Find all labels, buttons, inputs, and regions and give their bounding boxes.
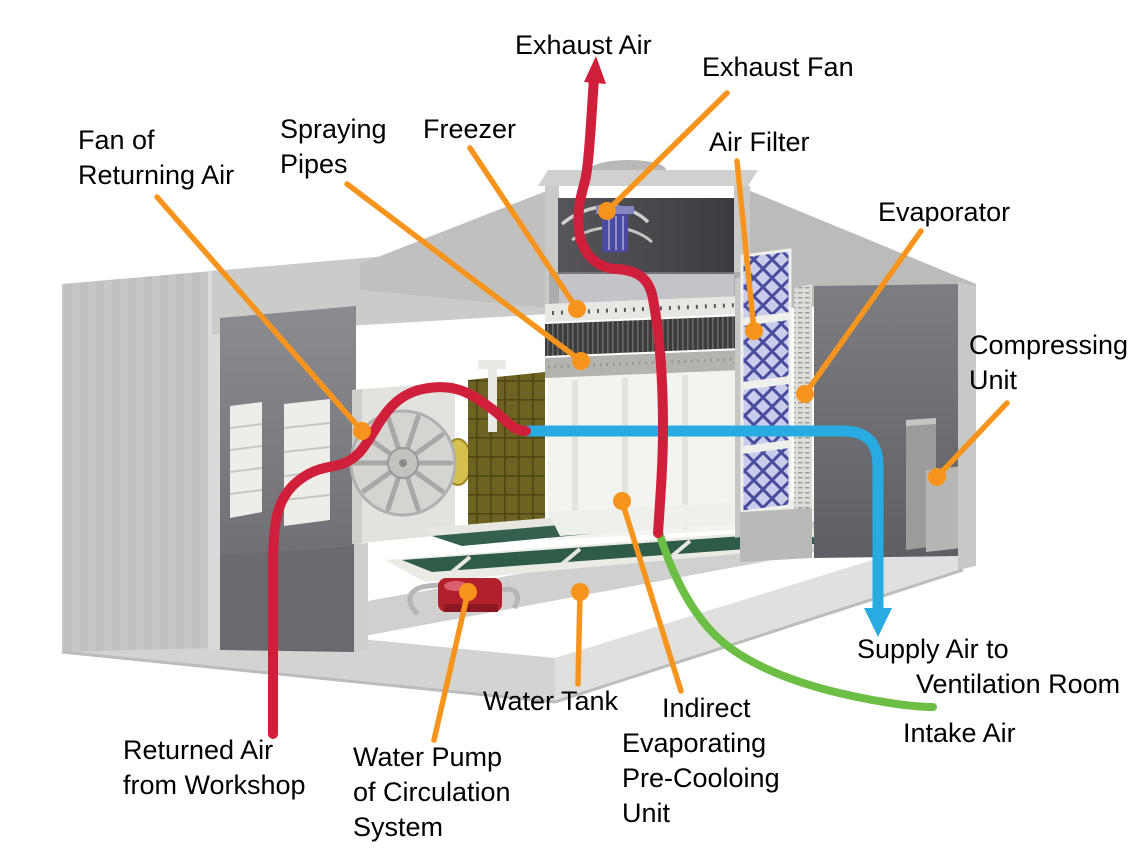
label-freezer: Freezer <box>423 114 517 144</box>
exhaust-air-flow-line <box>573 73 669 538</box>
dot-water-tank <box>571 583 589 601</box>
label-returned-air: Returned Air from Workshop <box>123 735 306 800</box>
leader-freezer <box>467 145 580 312</box>
leader-evaporator <box>802 228 924 397</box>
exhaust-air-arrowhead <box>584 56 606 84</box>
freezer-coil-band <box>545 316 742 356</box>
compressing-unit-graphic <box>906 418 962 552</box>
label-air-filter: Air Filter <box>709 127 810 157</box>
leader-air-filter <box>734 158 757 334</box>
tower-roof-cap <box>538 170 758 186</box>
dot-exhaust-fan <box>598 202 616 220</box>
left-casing-edge <box>208 270 220 650</box>
label-exhaust-fan: Exhaust Fan <box>702 52 854 82</box>
frame-pillar <box>478 360 506 432</box>
label-evaporator: Evaporator <box>878 197 1011 227</box>
return-air-filter-pads <box>229 399 331 526</box>
filter-base-box <box>740 508 812 562</box>
label-indirect-pre-cooling-unit: Indirect Evaporating Pre-Cooloing Unit <box>622 693 780 828</box>
dot-evaporator <box>796 385 814 403</box>
supply-air-arrowhead <box>864 608 892 637</box>
pre-cooling-unit-face <box>548 366 737 540</box>
label-fan-of-returning-air: Fan of Returning Air <box>78 125 235 190</box>
lower-band <box>545 350 742 378</box>
label-compressing-unit: Compressing Unit <box>969 330 1129 395</box>
dot-indirect-unit <box>613 492 631 510</box>
tower-duct-collar <box>590 160 666 170</box>
leader-indirect-unit <box>619 498 684 694</box>
dot-water-pump <box>459 583 477 601</box>
tower-flare-left <box>360 190 549 308</box>
tank-slats <box>450 539 692 574</box>
right-casing-edge <box>958 282 976 570</box>
leader-fan-of-returning-air <box>154 194 365 434</box>
leader-exhaust-fan <box>604 90 730 214</box>
coil-bands <box>545 296 742 378</box>
leader-dots <box>353 202 946 601</box>
returning-air-fan-wheel <box>349 409 457 517</box>
leader-compressing-unit <box>934 400 1010 480</box>
leader-water-tank <box>575 589 583 687</box>
label-water-pump: Water Pump of Circulation System <box>353 742 511 842</box>
tower-flare-right <box>748 190 976 310</box>
label-spraying-pipes: Spraying Pipes <box>280 114 387 179</box>
dot-spraying-pipes <box>572 352 590 370</box>
divider-wall <box>354 543 368 652</box>
under-fan-shadow <box>220 546 356 650</box>
leader-water-pump <box>431 589 471 743</box>
label-supply-air: Supply Air to Ventilation Room <box>857 634 1121 699</box>
returned-air-flow-line <box>268 382 531 739</box>
dot-freezer <box>568 300 586 318</box>
dot-fan-of-returning-air <box>353 422 371 440</box>
label-intake-air: Intake Air <box>903 718 1016 748</box>
label-exhaust-air: Exhaust Air <box>515 30 652 60</box>
dot-compressing-unit <box>928 468 946 486</box>
label-water-tank: Water Tank <box>483 686 619 716</box>
leader-lines <box>154 90 1010 743</box>
intake-air-flow-line <box>655 528 937 711</box>
base-edge <box>61 568 964 704</box>
base-right-facet <box>555 532 963 702</box>
leader-spraying-pipes <box>344 181 584 364</box>
heat-exchanger-panel <box>468 372 545 532</box>
supply-air-flow-line <box>526 425 884 610</box>
dot-air-filter <box>745 322 763 340</box>
machine-body <box>61 160 976 704</box>
left-casing-face <box>62 271 212 652</box>
